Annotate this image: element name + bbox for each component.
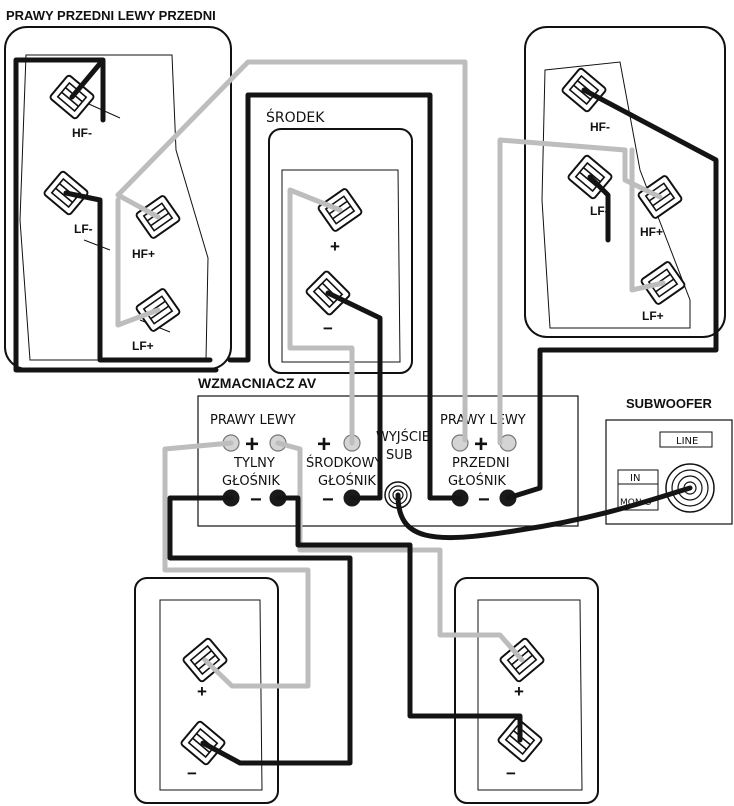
rear-right-speaker: + − (454, 577, 599, 804)
rear-left-minus-label: − (187, 764, 197, 783)
rear-label-1: TYLNY (233, 456, 275, 471)
center-speaker: ŚRODEK + − (266, 108, 413, 374)
wires (13, 57, 719, 766)
label-lf-minus: LF- (74, 222, 93, 236)
center-label: ŚRODEK (266, 108, 325, 126)
wire-center-positive (287, 187, 355, 446)
front-minus-sign: − (478, 489, 490, 511)
fr-label-lf-plus: LF+ (642, 309, 664, 323)
wire-rear-right-positive (275, 440, 525, 663)
label-hf-plus: HF+ (132, 247, 155, 261)
wire-front-right-negative (505, 87, 719, 501)
center-out-label-1: ŚRODKOWY (306, 455, 382, 471)
av-amplifier: WZMACNIACZ AV PRAWY LEWY TYLNY GŁOŚNIK Ś… (197, 375, 579, 527)
center-plus-label: + (330, 237, 340, 256)
center-minus-sign: − (322, 489, 334, 511)
wire-front-right-positive (497, 137, 666, 446)
fr-label-lf-minus: LF- (590, 204, 609, 218)
rear-label-2: GŁOŚNIK (222, 473, 280, 489)
center-plus-sign: + (317, 431, 331, 458)
front-label-1: PRZEDNI (452, 456, 510, 471)
wire-rear-left-negative (167, 495, 353, 766)
rear-left-plus-label: + (197, 682, 207, 701)
diagram-title: PRAWY PRZEDNI LEWY PRZEDNI (6, 8, 216, 23)
label-hf-minus: HF- (72, 126, 92, 140)
rear-minus-sign: − (250, 489, 262, 511)
front-plus-sign: + (474, 431, 488, 458)
fr-label-hf-minus: HF- (590, 120, 610, 134)
rear-lr-label: PRAWY LEWY (210, 413, 296, 428)
sub-out-label-1: WYJŚCIE (376, 429, 430, 445)
label-lf-plus: LF+ (132, 339, 154, 353)
wire-rear-left-positive (162, 440, 311, 689)
wire-front-left-black-main (227, 92, 463, 501)
wire-rear-right-negative (275, 495, 523, 743)
fr-label-hf-plus: HF+ (640, 225, 663, 239)
wire-front-left-positive (115, 59, 468, 443)
rear-plus-sign: + (245, 431, 259, 458)
wire-center-negative (325, 290, 383, 501)
front-label-2: GŁOŚNIK (448, 473, 506, 489)
in-label: IN (630, 473, 640, 484)
front-lr-label: PRAWY LEWY (440, 413, 526, 428)
subwoofer-title: SUBWOOFER (626, 396, 713, 411)
rear-left-speaker: + − (134, 577, 279, 804)
amplifier-title: WZMACNIACZ AV (198, 375, 317, 391)
line-label: LINE (676, 436, 698, 447)
rear-right-plus-label: + (514, 682, 524, 701)
rear-right-minus-label: − (506, 764, 516, 783)
center-out-label-2: GŁOŚNIK (318, 473, 376, 489)
sub-out-label-2: SUB (386, 448, 413, 463)
wire-front-left-negative (13, 57, 219, 373)
subwoofer: SUBWOOFER LINE IN MON O (605, 396, 733, 525)
wire-subwoofer-cable (395, 485, 693, 541)
center-minus-label: − (323, 319, 333, 338)
